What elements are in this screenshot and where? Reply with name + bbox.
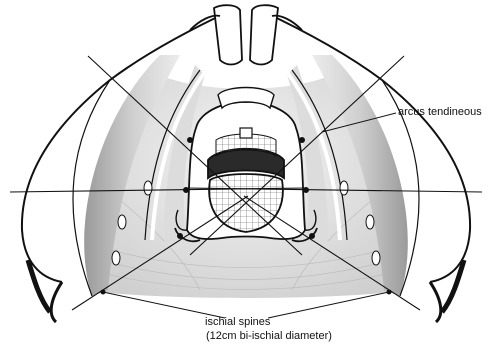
label-arcus-tendineous: arcus tendineous (398, 106, 482, 119)
pubic-symphysis (190, 5, 302, 64)
label-ischial-spines: ischial spines (205, 316, 270, 329)
label-bi-ischial-diameter: (12cm bi-ischial diameter) (206, 330, 332, 343)
